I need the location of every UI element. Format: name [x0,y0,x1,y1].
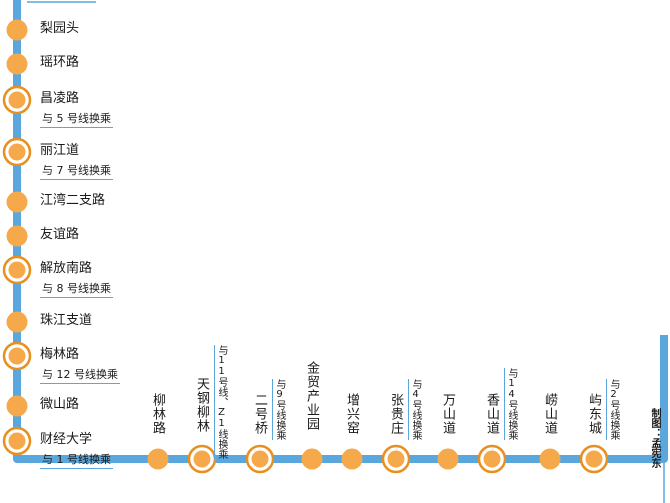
horizontal-station-name: 崂山道 [542,393,557,435]
horizontal-station-7-station-dot [483,450,501,468]
horizontal-station-3-station-dot [301,448,323,470]
vertical-station-name: 珠江支道 [40,313,93,328]
horizontal-station-transfer: 与11号线、Z1线换乘 [214,345,227,459]
vertical-station-transfer: 与 7 号线换乘 [40,164,113,180]
vertical-station-2-station-dot [8,91,26,109]
horizontal-station-8-station-dot [539,448,561,470]
vertical-station-name: 友谊路 [40,227,80,242]
vertical-station-transfer: 与 8 号线换乘 [40,282,113,298]
vertical-station-name: 微山路 [40,397,80,412]
horizontal-station-name: 增兴窑 [344,393,359,435]
vertical-station-5-station-dot [6,225,28,247]
horizontal-station-5-station-dot [387,450,405,468]
horizontal-station-name: 天钢柳林 [194,377,209,433]
horizontal-station-transfer: 与4号线换乘 [408,379,421,440]
vertical-station-9-station-dot [6,395,28,417]
horizontal-station-name: 金贸产业园 [304,361,319,431]
horizontal-station-0-station-dot [147,448,169,470]
vertical-station-name: 瑶环路 [40,55,80,70]
map-credit: 制图：孟宪东 [649,408,660,468]
horizontal-station-4-station-dot [341,448,363,470]
vertical-station-0-station-dot [6,19,28,41]
vertical-station-10-station-dot [8,432,26,450]
route-line [13,0,668,463]
horizontal-station-9-station-dot [585,450,603,468]
vertical-station-name: 财经大学 [40,432,93,447]
vertical-station-name: 丽江道 [40,143,80,158]
vertical-station-name: 梨园头 [40,21,80,36]
vertical-station-name: 梅林路 [40,347,80,362]
horizontal-station-2-station-dot [251,450,269,468]
vertical-station-6-station-dot [8,261,26,279]
horizontal-station-name: 二号桥 [252,393,267,435]
vertical-station-transfer: 与 1 号线换乘 [40,453,113,469]
horizontal-station-1-station-dot [193,450,211,468]
horizontal-station-transfer: 与14号线换乘 [504,368,517,440]
vertical-station-7-station-dot [6,311,28,333]
horizontal-station-name: 屿东城 [586,393,601,435]
vertical-station-3-station-dot [8,143,26,161]
horizontal-station-transfer: 与9号线换乘 [272,379,285,440]
vertical-station-transfer: 与 5 号线换乘 [40,112,113,128]
vertical-station-1-station-dot [6,53,28,75]
vertical-station-8-station-dot [8,347,26,365]
vertical-station-name: 江湾二支路 [40,193,106,208]
horizontal-station-name: 张贵庄 [388,393,403,435]
horizontal-station-name: 柳林路 [150,393,165,435]
horizontal-station-name: 香山道 [484,393,499,435]
horizontal-station-name: 万山道 [440,393,455,435]
vertical-station-4-station-dot [6,191,28,213]
vertical-station-transfer: 与 12 号线换乘 [40,368,120,384]
vertical-station-name: 昌凌路 [40,91,80,106]
horizontal-station-transfer: 与2号线换乘 [606,379,619,440]
vertical-station-name: 解放南路 [40,261,93,276]
horizontal-station-6-station-dot [437,448,459,470]
